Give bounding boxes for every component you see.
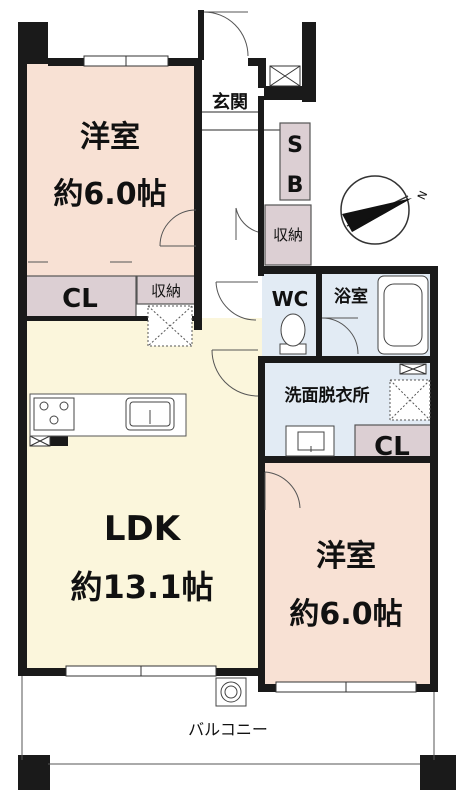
storage-hall-label: 収納 [273, 226, 303, 244]
western-south-size: 約6.0帖 [289, 597, 402, 632]
toilet-icon [279, 313, 307, 355]
closet-north-label: CL [62, 284, 98, 314]
western-north-size: 約6.0帖 [53, 177, 166, 212]
balcony-label: バルコニー [188, 720, 268, 739]
sink-icon [125, 397, 175, 431]
bath-label: 浴室 [334, 286, 368, 307]
room-western-south [262, 462, 432, 687]
closet-north-area [24, 276, 136, 318]
bathtub-icon [377, 275, 429, 355]
entrance-label: 玄関 [212, 91, 248, 113]
ldk-size: 約13.1帖 [71, 568, 214, 606]
western-south-label: 洋室 [316, 539, 376, 574]
closet-south-area [355, 425, 432, 462]
ldk-label: LDK [104, 509, 182, 549]
aircon-unit-icon [215, 677, 247, 707]
storage-hall-area [265, 205, 311, 265]
room-western-north [24, 64, 196, 276]
compass-north-label: N [415, 189, 430, 202]
compass-icon [340, 175, 412, 245]
kitchen-counter [29, 393, 187, 437]
washbasin-icon [285, 425, 335, 457]
shoebox-label-b: B [287, 173, 304, 198]
wc-label: WC [272, 287, 309, 311]
storage-north-area [137, 276, 195, 304]
stove-icon [33, 397, 75, 431]
shoebox-label-s: S [287, 133, 303, 158]
closet-south-label: CL [374, 432, 410, 462]
room-ldk [24, 318, 262, 670]
storage-north-label: 収納 [151, 282, 181, 300]
western-north-label: 洋室 [80, 120, 140, 155]
washroom-label: 洗面脱衣所 [285, 385, 370, 406]
shoebox-area [280, 123, 310, 200]
